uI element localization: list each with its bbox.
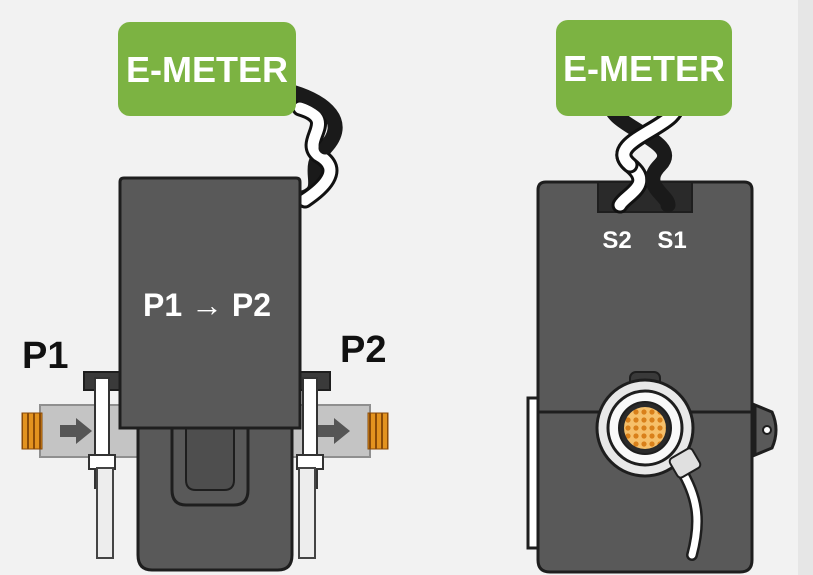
- conductor-end-left: [21, 412, 43, 450]
- conductor-end-right: [367, 412, 389, 450]
- left-current-transformer: E-METER P1 → P2 P1 P2: [21, 22, 389, 572]
- e-meter-badge: [556, 20, 732, 116]
- round-connector-icon: [595, 371, 703, 561]
- e-meter-badge: [118, 22, 296, 116]
- terminal-s2-label: S2: [602, 227, 631, 254]
- primary-out-label: P2: [340, 329, 386, 371]
- ct-body-upper: [118, 176, 302, 430]
- right-current-transformer: E-METER S2 S1: [526, 20, 778, 574]
- arrow-right-icon: [318, 418, 350, 444]
- twisted-wire-pair-icon: [284, 84, 343, 209]
- e-meter-label: E-METER: [563, 48, 725, 89]
- clamp-hinge-slot: [170, 400, 250, 507]
- direction-label: P1 → P2: [143, 287, 271, 323]
- cable-tie-icon: [83, 371, 123, 559]
- primary-in-label: P1: [22, 335, 68, 377]
- right-edge-shade: [798, 0, 813, 575]
- arrow-right-icon: [60, 418, 92, 444]
- e-meter-label: E-METER: [126, 49, 288, 90]
- terminal-s1-label: S1: [657, 227, 686, 254]
